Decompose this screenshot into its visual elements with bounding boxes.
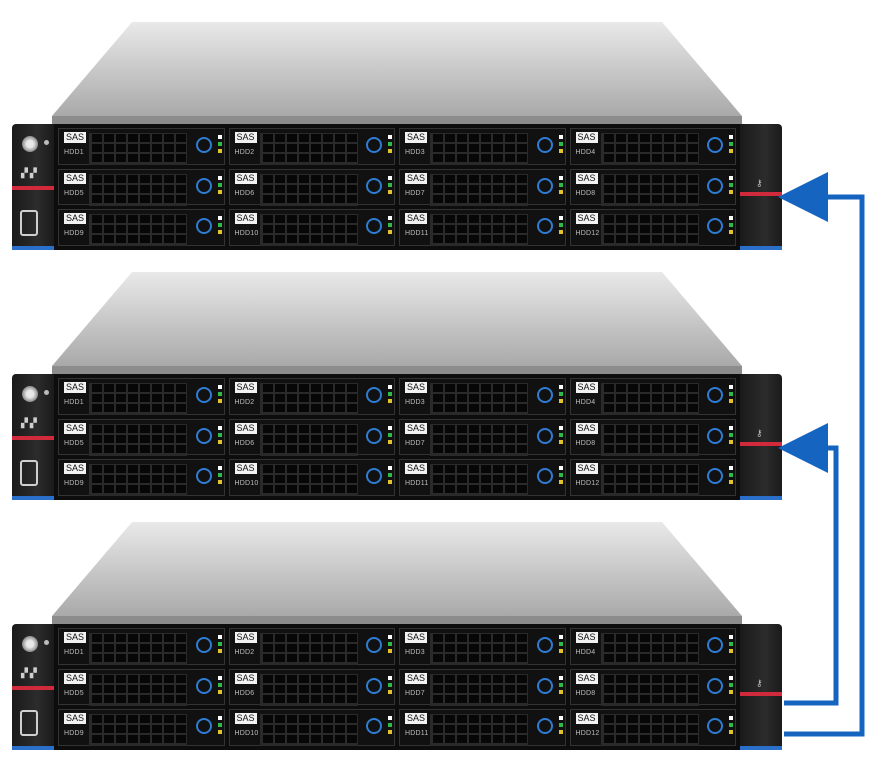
cable-lower	[784, 448, 836, 703]
cable-upper	[784, 197, 862, 734]
